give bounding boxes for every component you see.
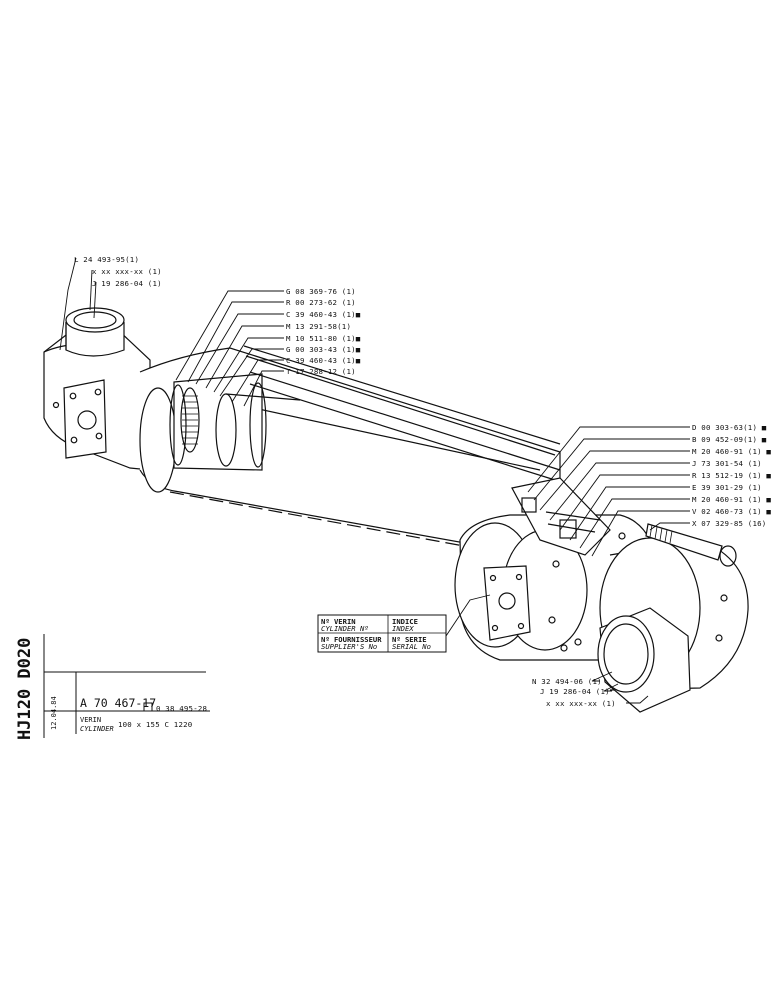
part-name-en: CYLINDER [80,725,114,733]
callout-B1: N 32 494-06 (1) [532,677,602,686]
callout-T5: M 10 511-80 (1)■ [286,334,361,343]
title-block-frame [43,634,210,738]
callout-R3: M 20 460-91 (1) ■ [692,447,771,456]
callouts-right: D 00 303-63(1) ■ B 09 452-09(1) ■ M 20 4… [692,423,771,528]
cylinder-barrel [139,345,561,561]
part-name-fr: VERIN [80,716,101,724]
callout-R4: J 73 301-54 (1) [692,459,762,468]
callout-L2: x xx xxx-xx (1) [92,267,162,276]
callout-B3: x xx xxx-xx (1) [546,699,616,708]
serial-label: Nº SERIE [392,635,427,644]
callout-R8: V 02 460-73 (1) ■ [692,507,771,516]
title-block: HJ120 D020 12.04.84 A 70 467-17 0 38 495… [15,638,207,740]
cylinder-head-end [454,477,749,713]
info-box-frame [317,614,447,653]
callout-T6: G 00 303-43 (1)■ [286,345,361,354]
callout-T7: C 39 460-43 (1)■ [286,356,361,365]
part-number: A 70 467-17 [80,696,156,710]
callout-R7: M 20 460-91 (1) ■ [692,495,771,504]
callout-R2: B 09 452-09(1) ■ [692,435,767,444]
index-label-en: INDEX [392,624,414,633]
callout-L1: L 24 493-95(1) [74,255,139,264]
callouts-bottom: N 32 494-06 (1) J 19 286-04 (1) x xx xxx… [532,677,616,708]
callouts-top: G 08 369-76 (1) R 00 273-62 (1) C 39 460… [286,287,361,376]
callout-T4: M 13 291-58(1) [286,322,351,331]
callout-T2: R 00 273-62 (1) [286,298,356,307]
piston-rod [249,371,561,481]
callout-T3: C 39 460-43 (1)■ [286,310,361,319]
leader-lines [59,257,690,704]
supplier-label-en: SUPPLIER'S No [321,642,377,651]
drawing-date: 12.04.84 [50,696,58,730]
cylinder-drawing [43,257,749,738]
rod-end-eye [43,307,151,471]
callout-R1: D 00 303-63(1) ■ [692,423,767,432]
index-label: INDICE [392,617,418,626]
cylinder-no-label-en: CYLINDER Nº [321,624,369,633]
info-box: Nº VERIN CYLINDER Nº INDICE INDEX Nº FOU… [321,617,431,651]
callout-T8: T 17 288-12 (1) [286,367,356,376]
drawing-code: HJ120 D020 [15,638,35,740]
callout-T1: G 08 369-76 (1) [286,287,356,296]
callout-R9: X 07 329-85 (16) [692,519,766,528]
callout-L3: J 19 286-04 (1) [92,279,162,288]
reference-number: 0 38 495-28 [156,704,207,713]
callouts-left: L 24 493-95(1) x xx xxx-xx (1) J 19 286-… [74,255,162,288]
cylinder-no-label: Nº VERIN [321,617,356,626]
serial-label-en: SERIAL No [392,642,431,651]
callout-R5: R 13 512-19 (1) ■ [692,471,771,480]
callout-B2: J 19 286-04 (1) [540,687,610,696]
supplier-label: Nº FOURNISSEUR [321,635,382,644]
part-spec: 100 x 155 C 1220 [118,720,192,729]
callout-R6: E 39 301-29 (1) [692,483,762,492]
